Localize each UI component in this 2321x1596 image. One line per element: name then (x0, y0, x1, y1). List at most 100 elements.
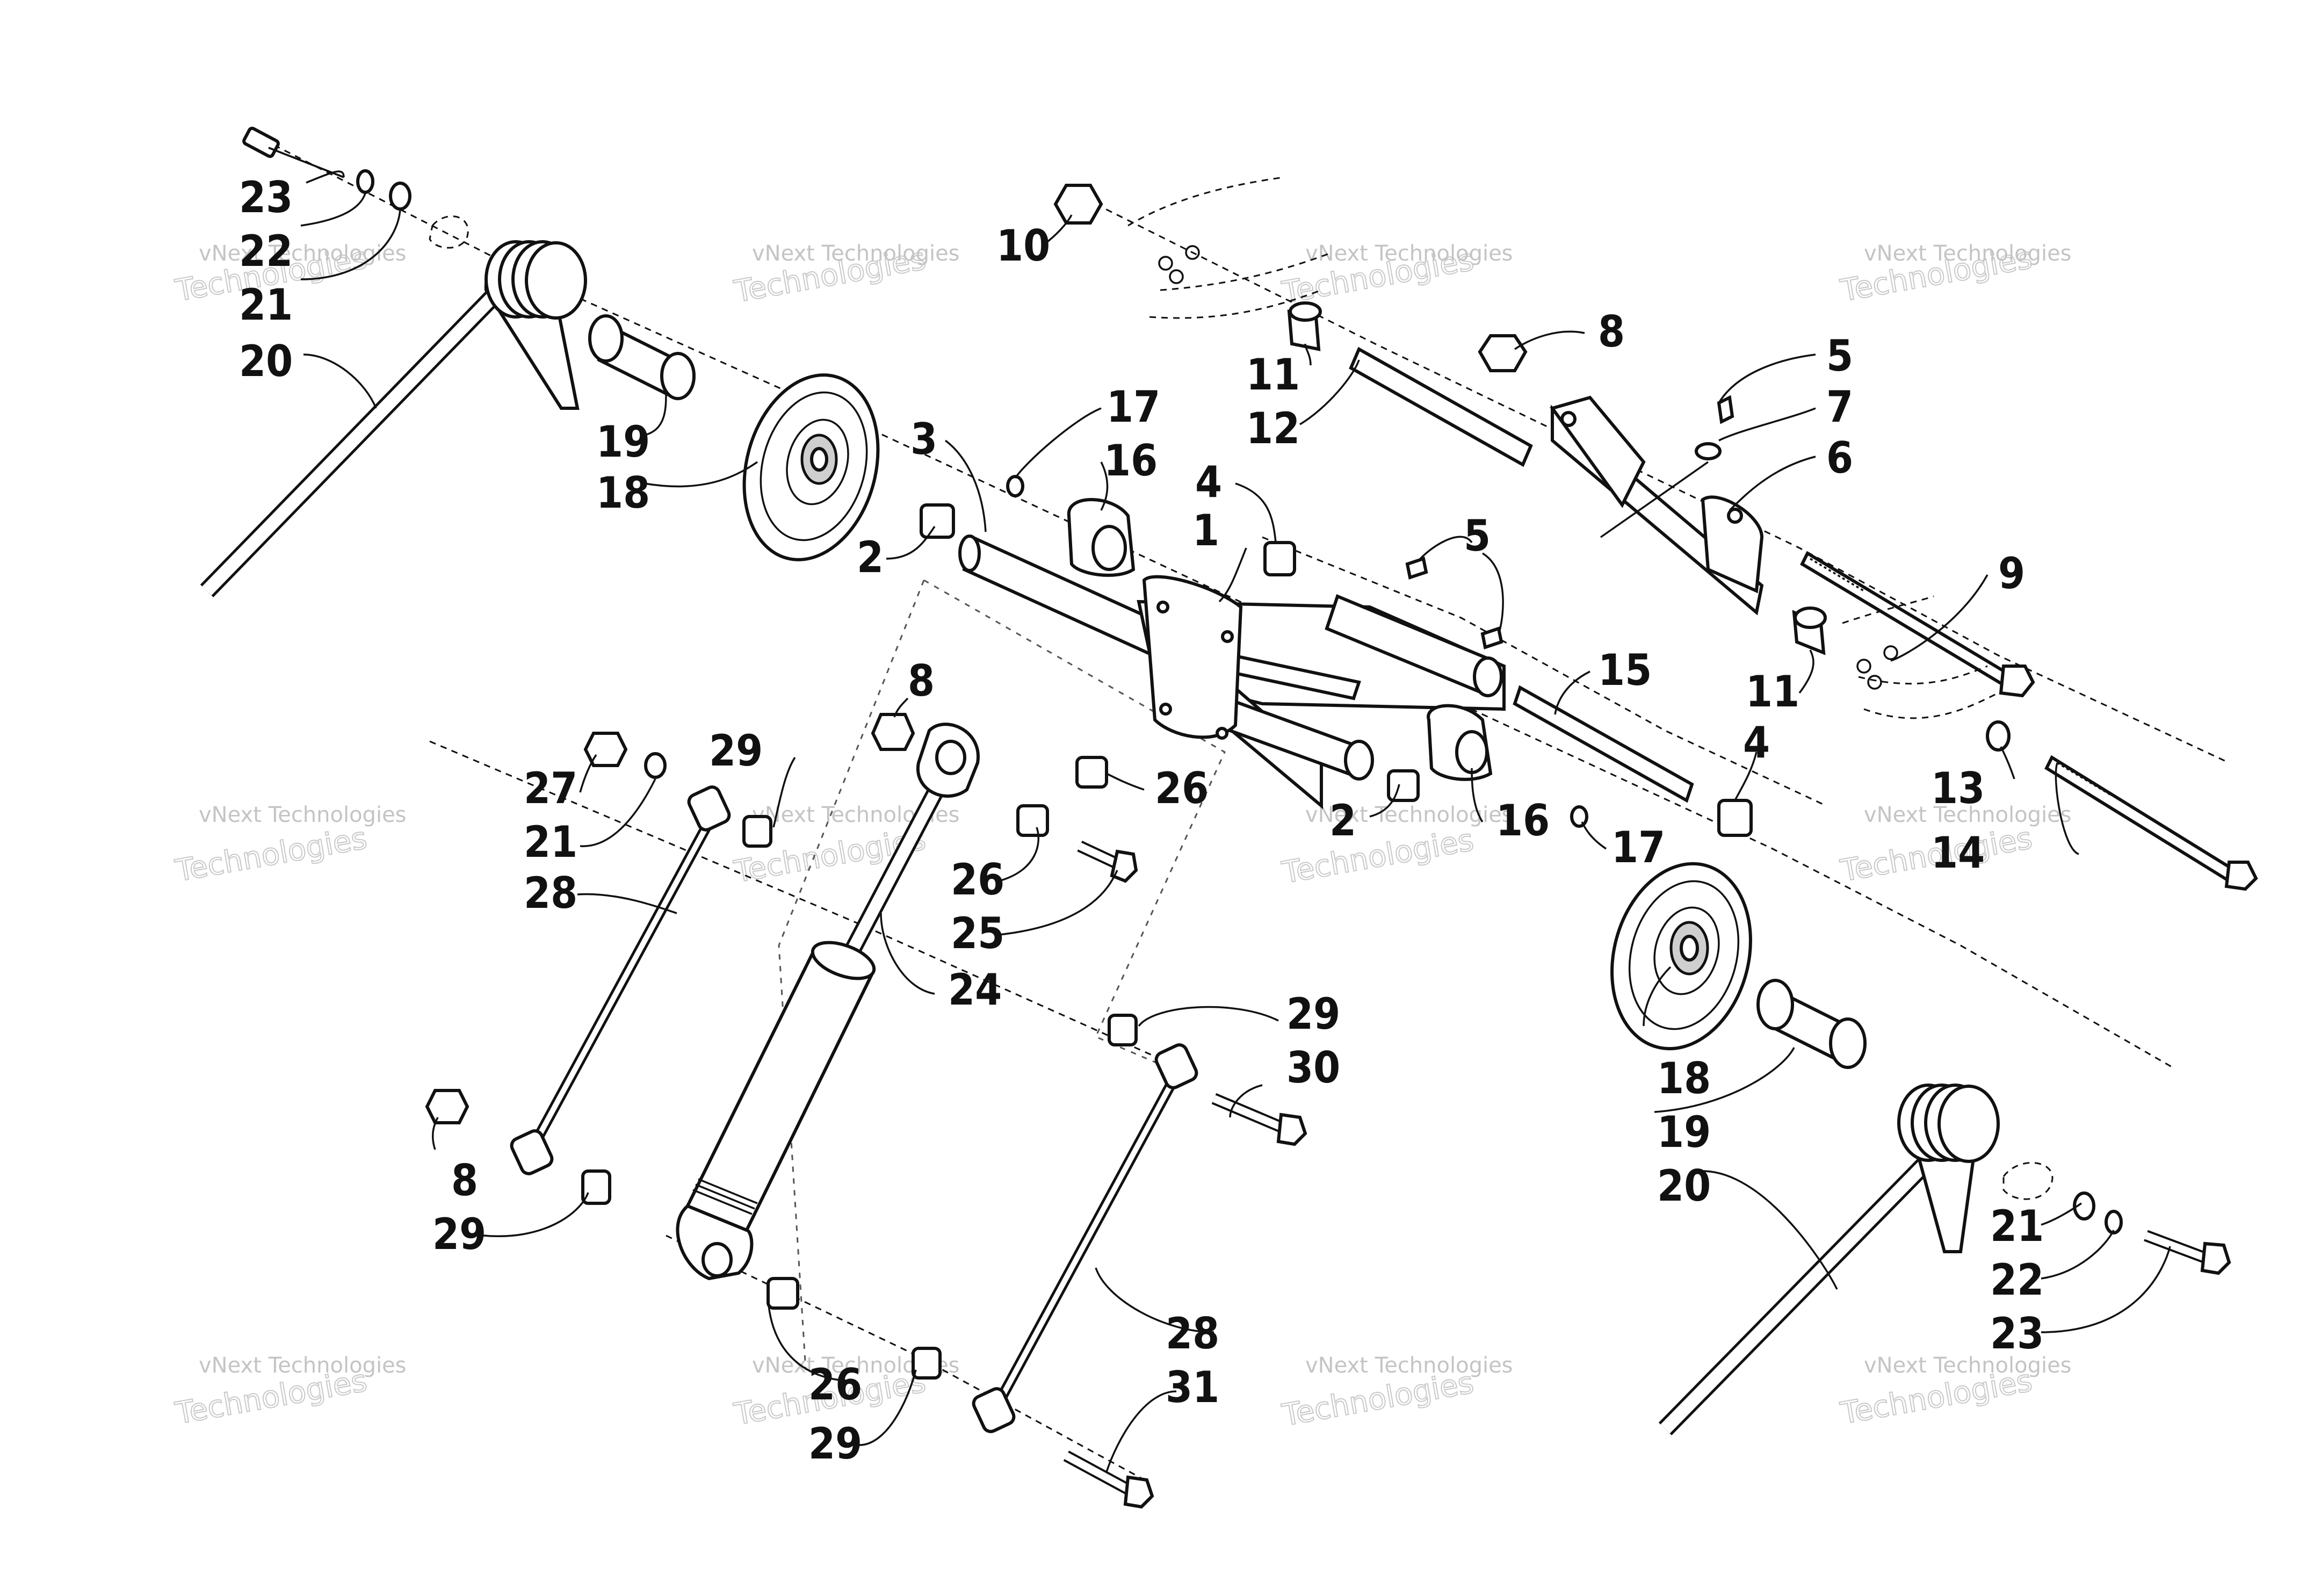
callout-label: 9 (1998, 548, 2025, 598)
rail-upper (1127, 176, 1333, 319)
bushing-4-top (1263, 541, 1296, 576)
bushing-2-left (920, 503, 955, 539)
stop-16-left (1067, 498, 1136, 577)
callout-label: 20 (239, 336, 293, 386)
callout-label: 27 (524, 763, 577, 813)
shock-frame-line (778, 580, 925, 1370)
callout-label: 29 (1286, 989, 1340, 1039)
clip-17-right (1570, 805, 1588, 828)
callout-label: 4 (1743, 718, 1770, 768)
bushing-26-bottom (767, 1277, 799, 1310)
rail-right (1842, 595, 1999, 719)
washer-13 (1986, 720, 2011, 752)
spacer-11-right (1792, 606, 1827, 655)
callout-label: 29 (709, 726, 763, 776)
bushing-29-a (742, 815, 772, 848)
callout-label: 11 (1246, 350, 1300, 400)
callout-label: 15 (1598, 645, 1652, 695)
callout-label: 8 (908, 656, 935, 706)
callout-label: 24 (948, 965, 1002, 1015)
callout-label: 30 (1286, 1043, 1340, 1093)
callout-label: 8 (451, 1156, 478, 1205)
callout-label: 25 (951, 908, 1004, 958)
bolt-30 (1211, 1093, 1307, 1146)
callout-label: 3 (910, 414, 937, 464)
fitting-5-c (1717, 395, 1734, 424)
washer-7 (1695, 442, 1722, 460)
callout-label: 11 (1746, 667, 1799, 717)
callout-label: 22 (1990, 1255, 2044, 1305)
bushing-2-right (1387, 769, 1420, 802)
callout-label: 2 (1329, 796, 1356, 846)
washer-22-left (356, 169, 374, 194)
callout-label: 29 (432, 1209, 486, 1259)
bushing-29-b (581, 1169, 611, 1205)
spring-20-left (200, 240, 587, 597)
watermark: Technologies (1279, 822, 1477, 891)
grease-fittings (1405, 395, 1734, 649)
bolt-25 (1077, 841, 1138, 883)
callout-label: 4 (1195, 457, 1222, 507)
callout-label: 14 (1931, 828, 1985, 878)
washer-21-left (389, 182, 411, 211)
spring-20-right (1658, 1084, 2000, 1435)
wheel-18-right (1610, 862, 1752, 1051)
callout-label: 12 (1246, 403, 1300, 453)
cap-right (2002, 1162, 2054, 1200)
nut-8-shock (871, 713, 915, 751)
wheel-18-left (742, 373, 880, 561)
spacer-19-right (1756, 979, 1867, 1069)
link-28-left (510, 785, 731, 1175)
callout-label: 18 (596, 468, 650, 518)
callout-labels: 23 22 21 20 19 18 10 11 12 8 5 7 6 17 16… (239, 172, 2044, 1469)
callout-label: 26 (1155, 763, 1209, 813)
callout-label: 5 (1826, 331, 1853, 381)
fitting-5-b (1480, 626, 1503, 649)
callout-label: 19 (596, 417, 650, 467)
stop-16-right (1427, 704, 1493, 781)
clip-17-left (1006, 475, 1024, 497)
axle-12 (1349, 346, 1533, 467)
washer-22-right (2105, 1210, 2123, 1234)
callout-label: 22 (239, 226, 293, 276)
central-assembly (920, 395, 1753, 837)
leader-lines (300, 170, 2171, 1472)
callout-label: 23 (239, 172, 293, 222)
watermark: vNext Technologies (199, 1353, 407, 1378)
washer-21-shock (644, 752, 667, 779)
watermark: vNext Technologies (199, 241, 407, 266)
upper-axle-line (1084, 198, 2230, 764)
callout-label: 17 (1611, 822, 1665, 872)
callout-label: 16 (1496, 796, 1550, 846)
callout-label: 13 (1931, 763, 1985, 813)
nut-10 (1053, 184, 1103, 225)
watermark: vNext Technologies (1305, 241, 1513, 266)
nut-27 (583, 732, 628, 767)
bushing-29-d (1108, 1014, 1138, 1046)
bracket-6 (1550, 395, 1764, 616)
callout-label: 28 (1166, 1309, 1219, 1359)
watermark: vNext Technologies (1864, 1353, 2072, 1378)
watermark: vNext Technologies (1864, 241, 2072, 266)
shock-assembly (425, 713, 1307, 1509)
spacer-19-left (588, 314, 696, 400)
callout-label: 1 (1192, 505, 1219, 555)
watermark: vNext Technologies (752, 241, 960, 266)
bushing-26-upper (1075, 756, 1108, 789)
callout-label: 28 (524, 868, 577, 918)
watermark: vNext Technologies (1864, 803, 2072, 827)
bolt-31 (1063, 1450, 1154, 1509)
watermark: vNext Technologies (1305, 1353, 1513, 1378)
bolt-9 (1800, 551, 2035, 698)
callout-label: 10 (996, 221, 1050, 271)
bolt-23-left (242, 126, 344, 178)
bushing-4-right (1717, 799, 1753, 837)
callout-label: 19 (1657, 1107, 1711, 1157)
nut-8-bottom (425, 1089, 469, 1124)
callout-label: 29 (808, 1419, 862, 1469)
left-spring-assembly (200, 126, 880, 597)
bolt-23-right (2144, 1230, 2231, 1275)
watermark: vNext Technologies (199, 803, 407, 827)
callout-label: 7 (1826, 382, 1853, 432)
